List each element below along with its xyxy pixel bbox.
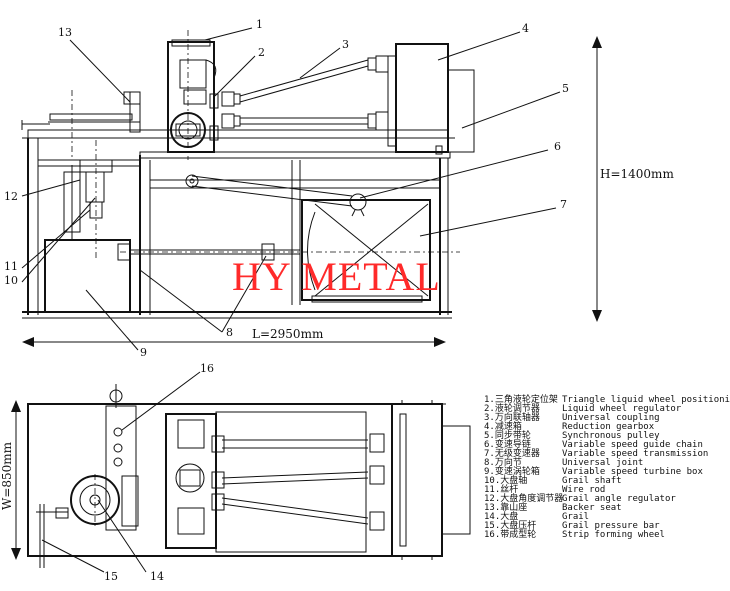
guide-chain — [191, 175, 353, 197]
width-label: W=850mm — [0, 441, 14, 510]
legend-en-2: Liquid wheel regulator — [562, 404, 682, 414]
legend-cn-8: 8.万向节 — [484, 456, 522, 468]
reduction-gearbox — [395, 43, 449, 153]
top-view — [27, 384, 471, 568]
legend-cn-16: 16.带成型轮 — [484, 528, 536, 540]
pulley-cover — [447, 69, 475, 153]
callout-12: 12 — [4, 190, 18, 203]
legend-cn-15: 15.大盘压杆 — [484, 519, 536, 531]
callout-16: 16 — [200, 362, 214, 375]
strip-forming-rack — [105, 405, 137, 531]
legend-cn-13: 13.靠山座 — [484, 501, 527, 513]
table-top — [27, 129, 449, 139]
front-elevation — [21, 30, 475, 319]
watermark: HY METAL — [232, 254, 441, 299]
legend-en-14: Grail — [562, 512, 589, 522]
legend-cn-14: 14.大盘 — [484, 510, 518, 522]
universal-coupling-upper — [221, 55, 389, 107]
callout-3: 3 — [342, 38, 349, 51]
dimension-height: H=1400mm — [592, 36, 674, 322]
callout-4: 4 — [522, 22, 529, 35]
callout-9: 9 — [140, 346, 147, 359]
legend-cn-5: 5.同步带轮 — [484, 429, 531, 441]
legend-en-12: Grail angle regulator — [562, 494, 676, 504]
legend-cn-7: 7.无级变速器 — [484, 447, 540, 459]
legend-cn-9: 9.变速涡轮箱 — [484, 465, 540, 477]
turbine-box — [44, 239, 131, 313]
callout-15: 15 — [104, 570, 118, 583]
synchronous-pulley — [185, 174, 199, 188]
legend-cn-12: 12.大盘角度调节器 — [484, 492, 563, 504]
callout-7: 7 — [560, 198, 567, 211]
legend-cn-11: 11.丝杆 — [484, 483, 518, 495]
legend-en-13: Backer seat — [562, 503, 622, 513]
callout-14: 14 — [150, 570, 164, 583]
legend-cn-3: 3.万向联轴器 — [484, 411, 540, 423]
callout-6: 6 — [554, 140, 561, 153]
dimension-length: L=2950mm — [22, 327, 446, 347]
legend-en-7: Variable speed transmission — [562, 449, 708, 459]
callout-13: 13 — [58, 26, 72, 39]
parts-legend: 1.三角液轮定位架 Triangle liquid wheel positioni… — [484, 393, 730, 540]
legend-en-11: Wire rod — [562, 485, 605, 495]
universal-coupling-lower — [221, 111, 389, 131]
legend-en-3: Universal coupling — [562, 413, 660, 423]
legend-cn-4: 4.减速箱 — [484, 420, 522, 432]
legend-cn-1: 1.三角液轮定位架 — [484, 393, 558, 405]
backer-seat — [129, 91, 141, 133]
length-label: L=2950mm — [252, 327, 324, 341]
legend-en-16: Strip forming wheel — [562, 530, 665, 540]
callout-5: 5 — [562, 82, 569, 95]
legend-en-1: Triangle liquid wheel positioning rack — [562, 395, 730, 405]
plan-leaders — [41, 371, 201, 573]
dimension-width: W=850mm — [0, 400, 21, 560]
legend-en-8: Universal joint — [562, 458, 643, 468]
callout-8: 8 — [226, 326, 233, 339]
legend-en-5: Synchronous pulley — [562, 431, 660, 441]
callout-10: 10 — [4, 274, 18, 287]
legend-en-4: Reduction gearbox — [562, 422, 655, 432]
callout-2: 2 — [258, 46, 265, 59]
legend-en-9: Variable speed turbine box — [562, 467, 703, 477]
motor — [349, 193, 367, 211]
legend-cn-6: 6.变速导链 — [484, 438, 531, 450]
legend-en-15: Grail pressure bar — [562, 521, 660, 531]
callout-1: 1 — [256, 18, 263, 31]
grail-plate — [49, 113, 133, 121]
callout-11: 11 — [4, 260, 18, 273]
legend-en-6: Variable speed guide chain — [562, 440, 703, 450]
legend-cn-10: 10.大盘轴 — [484, 474, 527, 486]
legend-cn-2: 2.液轮调节器 — [484, 402, 540, 414]
callout-labels: 1 2 3 4 5 6 7 8 9 10 11 12 13 14 15 16 — [4, 18, 569, 583]
front-leaders — [21, 27, 561, 351]
height-label: H=1400mm — [600, 167, 674, 181]
plan-wheel-rack — [165, 413, 217, 549]
legend-en-10: Grail shaft — [562, 476, 622, 486]
wheel-positioning-rack — [167, 41, 215, 153]
